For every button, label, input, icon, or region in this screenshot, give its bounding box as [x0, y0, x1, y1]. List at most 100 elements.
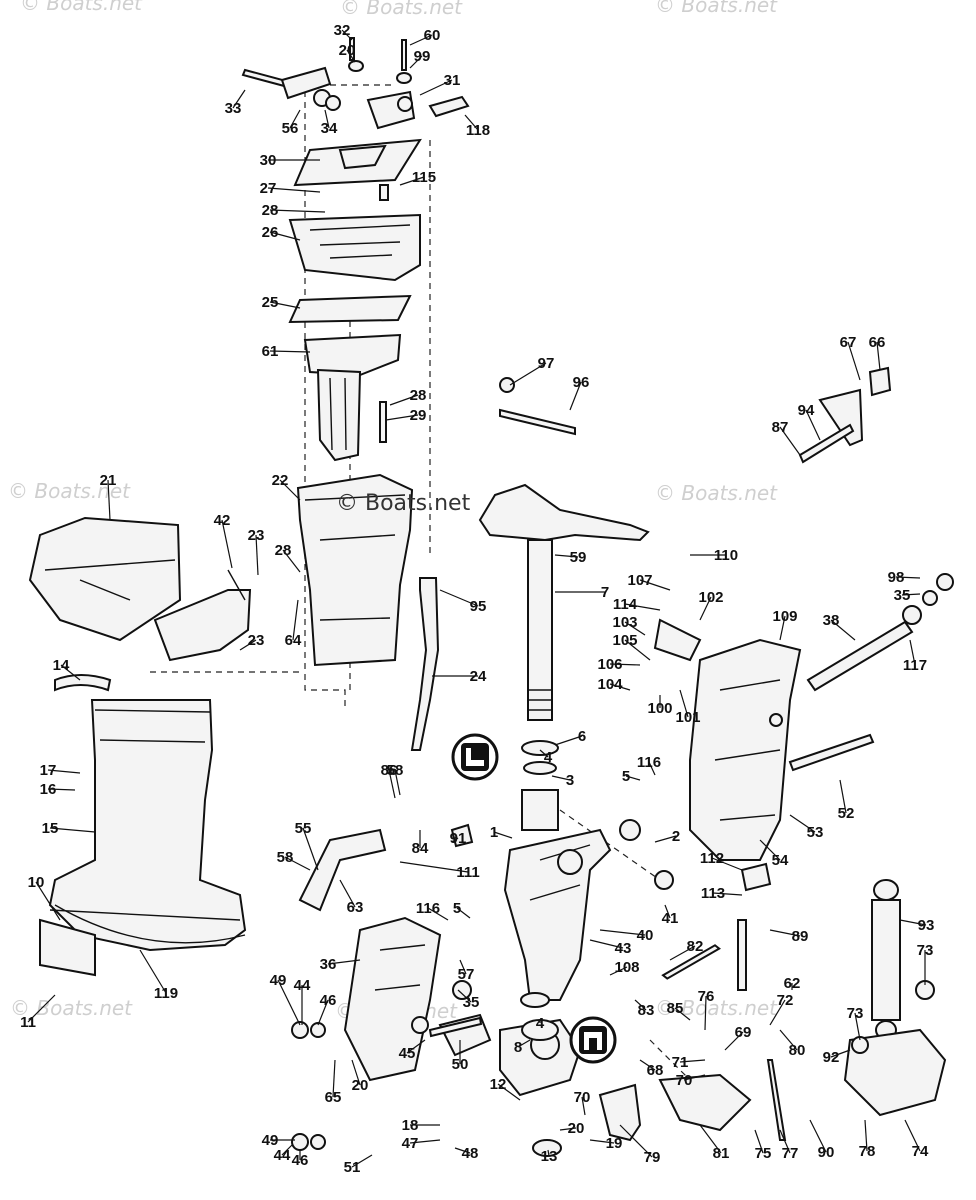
part-number-label: 83: [638, 1002, 655, 1019]
leader-line: [279, 479, 301, 501]
part-number-label: 15: [42, 820, 59, 837]
callout-90: 90: [809, 1119, 834, 1161]
leader-line: [624, 621, 646, 636]
part-number-label: 91: [450, 830, 467, 847]
callout-31: 31: [419, 72, 460, 96]
leader-line: [876, 341, 881, 371]
leader-line: [221, 519, 233, 569]
part-number-label: 59: [570, 549, 587, 566]
callout-72: 72: [769, 992, 793, 1026]
leader-line: [779, 1129, 791, 1154]
part-number-label: 23: [248, 527, 265, 544]
leader-line: [895, 576, 921, 579]
part-number-label: 8: [514, 1039, 522, 1056]
callout-8: 8: [514, 1039, 531, 1056]
leader-line: [517, 1039, 531, 1048]
callout-24: 24: [432, 668, 487, 685]
leader-line: [232, 89, 246, 109]
part-number-label: 49: [270, 972, 287, 989]
callout-102: 102: [698, 589, 724, 621]
callout-13: 13: [541, 1148, 558, 1165]
leader-line: [899, 919, 927, 926]
leader-line: [754, 1129, 764, 1154]
leader-line: [609, 683, 631, 691]
leader-line: [139, 949, 167, 994]
leader-line: [327, 959, 361, 965]
callout-109: 109: [772, 608, 798, 641]
callout-104: 104: [597, 676, 631, 693]
leader-line: [289, 109, 301, 129]
part-number-label: 75: [755, 1145, 772, 1162]
callout-94: 94: [798, 402, 821, 441]
callout-107: 107: [627, 572, 671, 591]
leader-line: [854, 1012, 861, 1041]
leader-line: [284, 856, 311, 871]
part-number-label: 105: [612, 632, 637, 649]
callout-85: 85: [667, 1000, 691, 1021]
callout-93: 93: [899, 917, 935, 934]
watermark: © Boats.net: [655, 481, 778, 505]
callout-1: 1: [490, 824, 513, 841]
callout-28: 28: [262, 202, 326, 219]
part-number-label: 20: [352, 1077, 369, 1094]
part-number-label: 49: [262, 1132, 279, 1149]
leader-line: [406, 1039, 426, 1054]
leader-line: [809, 1119, 827, 1153]
part-number-label: 54: [772, 852, 789, 869]
callout-4: 4: [536, 1015, 545, 1032]
leader-line: [351, 1154, 373, 1168]
part-number-label: 106: [597, 656, 622, 673]
part-number-label: 92: [823, 1049, 840, 1066]
callout-73: 73: [847, 1005, 863, 1041]
leader-line: [457, 989, 472, 1003]
part-number-label: 74: [912, 1143, 929, 1160]
callout-36: 36: [320, 956, 361, 973]
part-number-label: 111: [456, 864, 479, 881]
callout-28: 28: [389, 387, 426, 406]
part-number-label: 80: [789, 1042, 806, 1059]
small-parts: [291, 366, 892, 1157]
part-number-label: 82: [687, 938, 704, 955]
callout-20: 20: [339, 42, 356, 63]
callout-53: 53: [789, 814, 823, 841]
watermark: © Boats.net: [8, 479, 131, 503]
callout-115: 115: [399, 169, 436, 186]
callout-25: 25: [262, 294, 301, 311]
callout-68: 68: [639, 1059, 663, 1079]
part-number-label: 46: [292, 1152, 309, 1169]
part-number-label: 70: [676, 1072, 693, 1089]
callout-116: 116: [637, 754, 661, 776]
part-number-label: 85: [667, 1000, 684, 1017]
part-number-label: 119: [154, 985, 178, 1002]
callout-117: 117: [903, 639, 927, 674]
part-number-label: 26: [262, 224, 279, 241]
part-number-label: 42: [214, 512, 231, 529]
leader-line: [779, 615, 786, 641]
part-number-label: 93: [918, 917, 935, 934]
part-number-label: 19: [606, 1135, 623, 1152]
part-number-label: 45: [399, 1045, 416, 1062]
part-number-label: 89: [792, 928, 809, 945]
callout-78: 78: [859, 1119, 875, 1160]
tilt-tube: [298, 573, 954, 980]
leader-line: [281, 1144, 293, 1156]
leader-line: [409, 55, 423, 69]
part-number-label: 99: [414, 48, 431, 65]
callout-18: 18: [402, 1117, 440, 1134]
part-number-label: 62: [784, 975, 801, 992]
part-number-label: 65: [325, 1089, 342, 1106]
part-number-label: 76: [698, 988, 715, 1005]
leader-line: [609, 663, 641, 666]
part-number-label: 34: [321, 120, 338, 137]
part-number-label: 48: [462, 1145, 479, 1162]
part-number-label: 25: [262, 294, 279, 311]
callout-4: 4: [539, 749, 553, 766]
part-number-label: 102: [698, 589, 723, 606]
callout-32: 32: [334, 22, 353, 41]
callout-101: 101: [675, 689, 701, 726]
callout-16: 16: [40, 781, 76, 798]
part-number-label: 35: [463, 994, 480, 1011]
clamp-box-icon: [569, 1016, 617, 1064]
part-number-label: 77: [782, 1145, 799, 1162]
